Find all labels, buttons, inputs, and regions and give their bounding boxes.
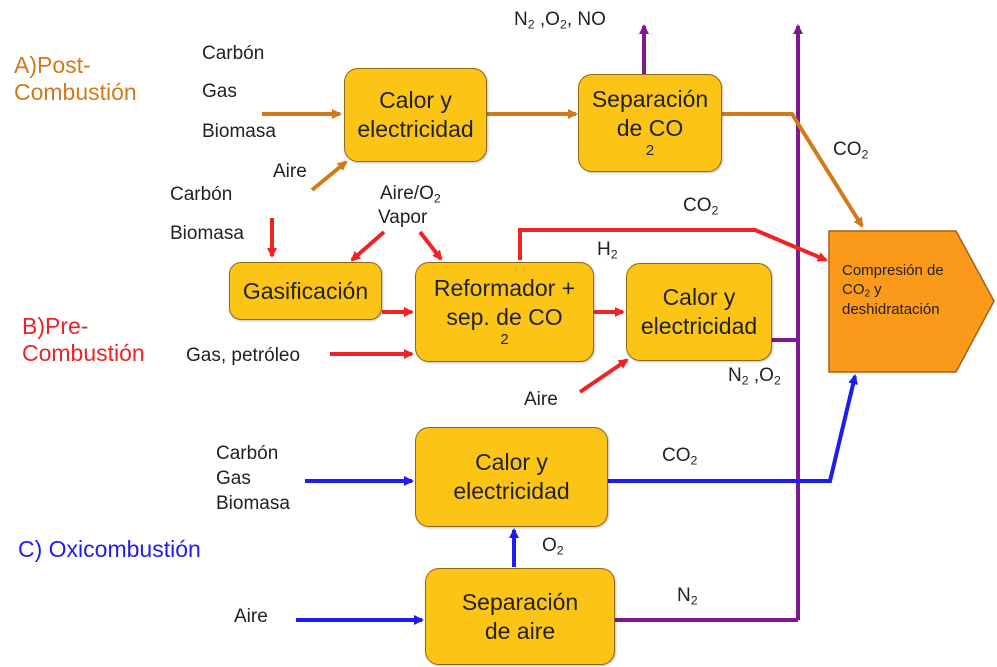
compression-label: Compresión de CO2 y deshidratación — [842, 262, 944, 318]
label-co2-post: CO2 — [833, 139, 869, 162]
label-post-aire: Aire — [273, 161, 307, 182]
label-co2-oxi: CO2 — [662, 445, 698, 468]
section-post-combustion: A)Post-Combustión — [14, 52, 137, 105]
label-post-gas: Gas — [202, 81, 237, 102]
post-aire-arrow — [310, 160, 348, 192]
label-post-biomasa: Biomasa — [202, 121, 276, 142]
aire-to-gasif-arrow — [350, 230, 386, 262]
label-vapor: Vapor — [378, 207, 428, 228]
box-gasificacion: Gasificación — [229, 262, 382, 320]
label-pre-biomasa: Biomasa — [170, 223, 244, 244]
co2-oxi-arrow — [608, 374, 859, 483]
pre-aire-arrow — [578, 358, 629, 394]
section-pre-combustion: B)Pre-Combustión — [22, 313, 145, 366]
label-n2-o2: N2 ,O2 — [728, 365, 781, 388]
label-oxi-biomasa: Biomasa — [216, 493, 290, 514]
label-exhaust: N2 ,O2, NO — [514, 9, 606, 32]
label-oxi-aire: Aire — [234, 606, 268, 627]
label-oxi-carbon: Carbón — [216, 443, 279, 464]
label-pre-carbon: Carbón — [170, 184, 233, 205]
label-post-carbon: Carbón — [202, 43, 265, 64]
label-n2: N2 — [677, 585, 698, 608]
aire-to-reform-arrow — [418, 230, 443, 261]
label-pre-aire: Aire — [524, 389, 558, 410]
co2-post-arrow — [722, 112, 864, 228]
co2-pre-arrow — [518, 228, 828, 262]
section-oxicombustion: C) Oxicombustión — [18, 536, 201, 562]
compression-box — [828, 230, 995, 373]
label-oxi-gas: Gas — [216, 468, 251, 489]
label-o2: O2 — [542, 535, 564, 558]
label-co2-pre: CO2 — [683, 195, 719, 218]
label-h2: H2 — [597, 239, 618, 262]
label-gas-petroleo: Gas, petróleo — [186, 345, 301, 366]
label-aire-o2: Aire/O2 — [380, 183, 441, 206]
